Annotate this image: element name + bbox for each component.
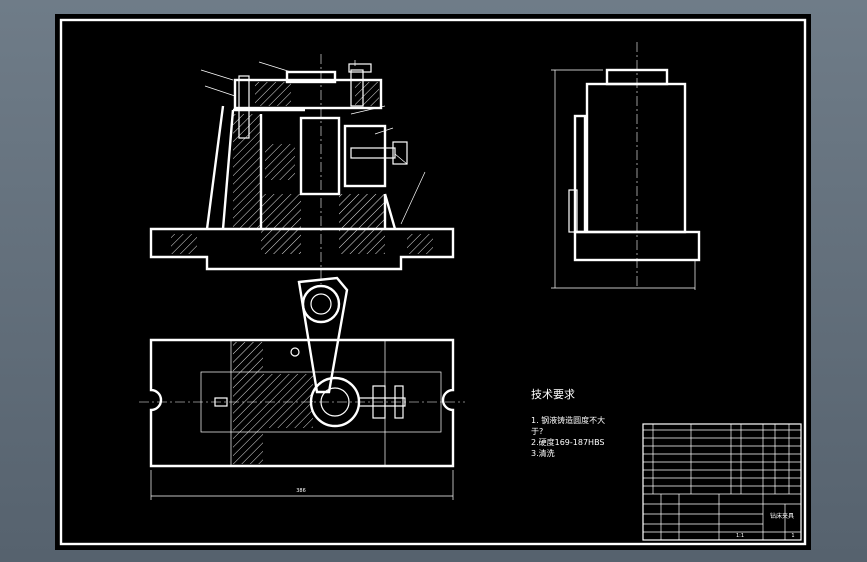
drawing-scale: 1:1: [736, 533, 744, 539]
note-1-cont: 于?: [531, 427, 543, 436]
note-2: 2.硬度169-187HBS: [531, 437, 605, 447]
notes-heading: 技术要求: [531, 388, 575, 401]
drawing-name: 钻床夹具: [770, 512, 794, 520]
drawing-frame: [59, 18, 807, 546]
note-3: 3.清洗: [531, 448, 555, 458]
technical-requirements: 技术要求 1. 钢液铸造圆度不大 于? 2.硬度169-187HBS 3.清洗: [531, 388, 605, 458]
svg-text:386: 386: [296, 488, 306, 494]
sheet-number: 1: [791, 533, 794, 539]
drawing-canvas: 386 技术要求 1. 钢液铸造圆度不大 于? 2.硬度169-187HBS 3…: [59, 18, 807, 546]
title-grid: [643, 494, 801, 540]
drawing-sheet: 386 技术要求 1. 钢液铸造圆度不大 于? 2.硬度169-187HBS 3…: [55, 14, 811, 550]
top-view: 386: [139, 276, 465, 500]
title-block: 钻床夹具 1:1 1: [642, 423, 802, 541]
side-view: [551, 42, 701, 290]
note-1: 1. 钢液铸造圆度不大: [531, 415, 605, 425]
front-view: [149, 54, 455, 284]
parts-list: [643, 424, 801, 495]
